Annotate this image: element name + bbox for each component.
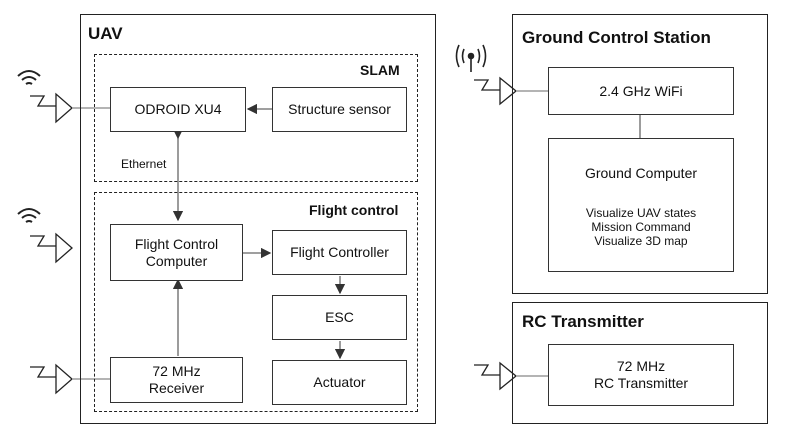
flight-control-computer-node: Flight Control Computer	[110, 224, 243, 281]
gcs-title: Ground Control Station	[522, 28, 711, 47]
ground-control-station-panel	[512, 14, 768, 294]
ethernet-label: Ethernet	[121, 157, 167, 171]
antenna-icon	[30, 92, 110, 124]
structure-sensor-node: Structure sensor	[272, 87, 407, 132]
antenna-icon	[474, 361, 548, 391]
fcc-label-line1: Flight Control	[134, 235, 219, 252]
wifi-icon	[17, 70, 41, 85]
flight-control-title: Flight control	[309, 202, 399, 218]
uav-title: UAV	[88, 24, 123, 43]
wifi-node: 2.4 GHz WiFi	[548, 67, 734, 115]
receiver-label-line1: 72 MHz	[152, 363, 201, 379]
rc-label-line2: RC Transmitter	[593, 375, 689, 391]
rc-transmitter-node: 72 MHz RC Transmitter	[548, 344, 734, 406]
slam-group	[94, 54, 418, 182]
slam-title: SLAM	[360, 62, 400, 78]
antenna-icon	[30, 232, 73, 264]
flight-control-group	[94, 192, 418, 412]
fcc-label-line2: Computer	[145, 252, 208, 269]
antenna-icon	[474, 76, 548, 106]
ground-computer-node: Ground Computer Visualize UAV states Mis…	[548, 138, 734, 272]
rc-transmitter-panel	[512, 302, 768, 424]
ground-computer-label: Ground Computer	[584, 165, 698, 181]
rc-title: RC Transmitter	[522, 312, 644, 331]
gcs-function-item: Mission Command	[591, 220, 691, 234]
gcs-function-item: Visualize 3D map	[594, 234, 688, 248]
actuator-node: Actuator	[272, 360, 407, 405]
esc-node: ESC	[272, 295, 407, 340]
uav-panel	[80, 14, 436, 424]
gcs-function-item: Visualize UAV states	[585, 206, 697, 220]
wifi-icon	[17, 208, 41, 223]
receiver-label-line2: Receiver	[148, 380, 205, 396]
radio-tower-icon	[455, 44, 487, 72]
antenna-icon	[30, 363, 110, 395]
odroid-node: ODROID XU4	[110, 87, 246, 132]
rc-label-line1: 72 MHz	[616, 358, 666, 374]
flight-controller-node: Flight Controller	[272, 230, 407, 275]
receiver-node: 72 MHz Receiver	[110, 357, 243, 403]
